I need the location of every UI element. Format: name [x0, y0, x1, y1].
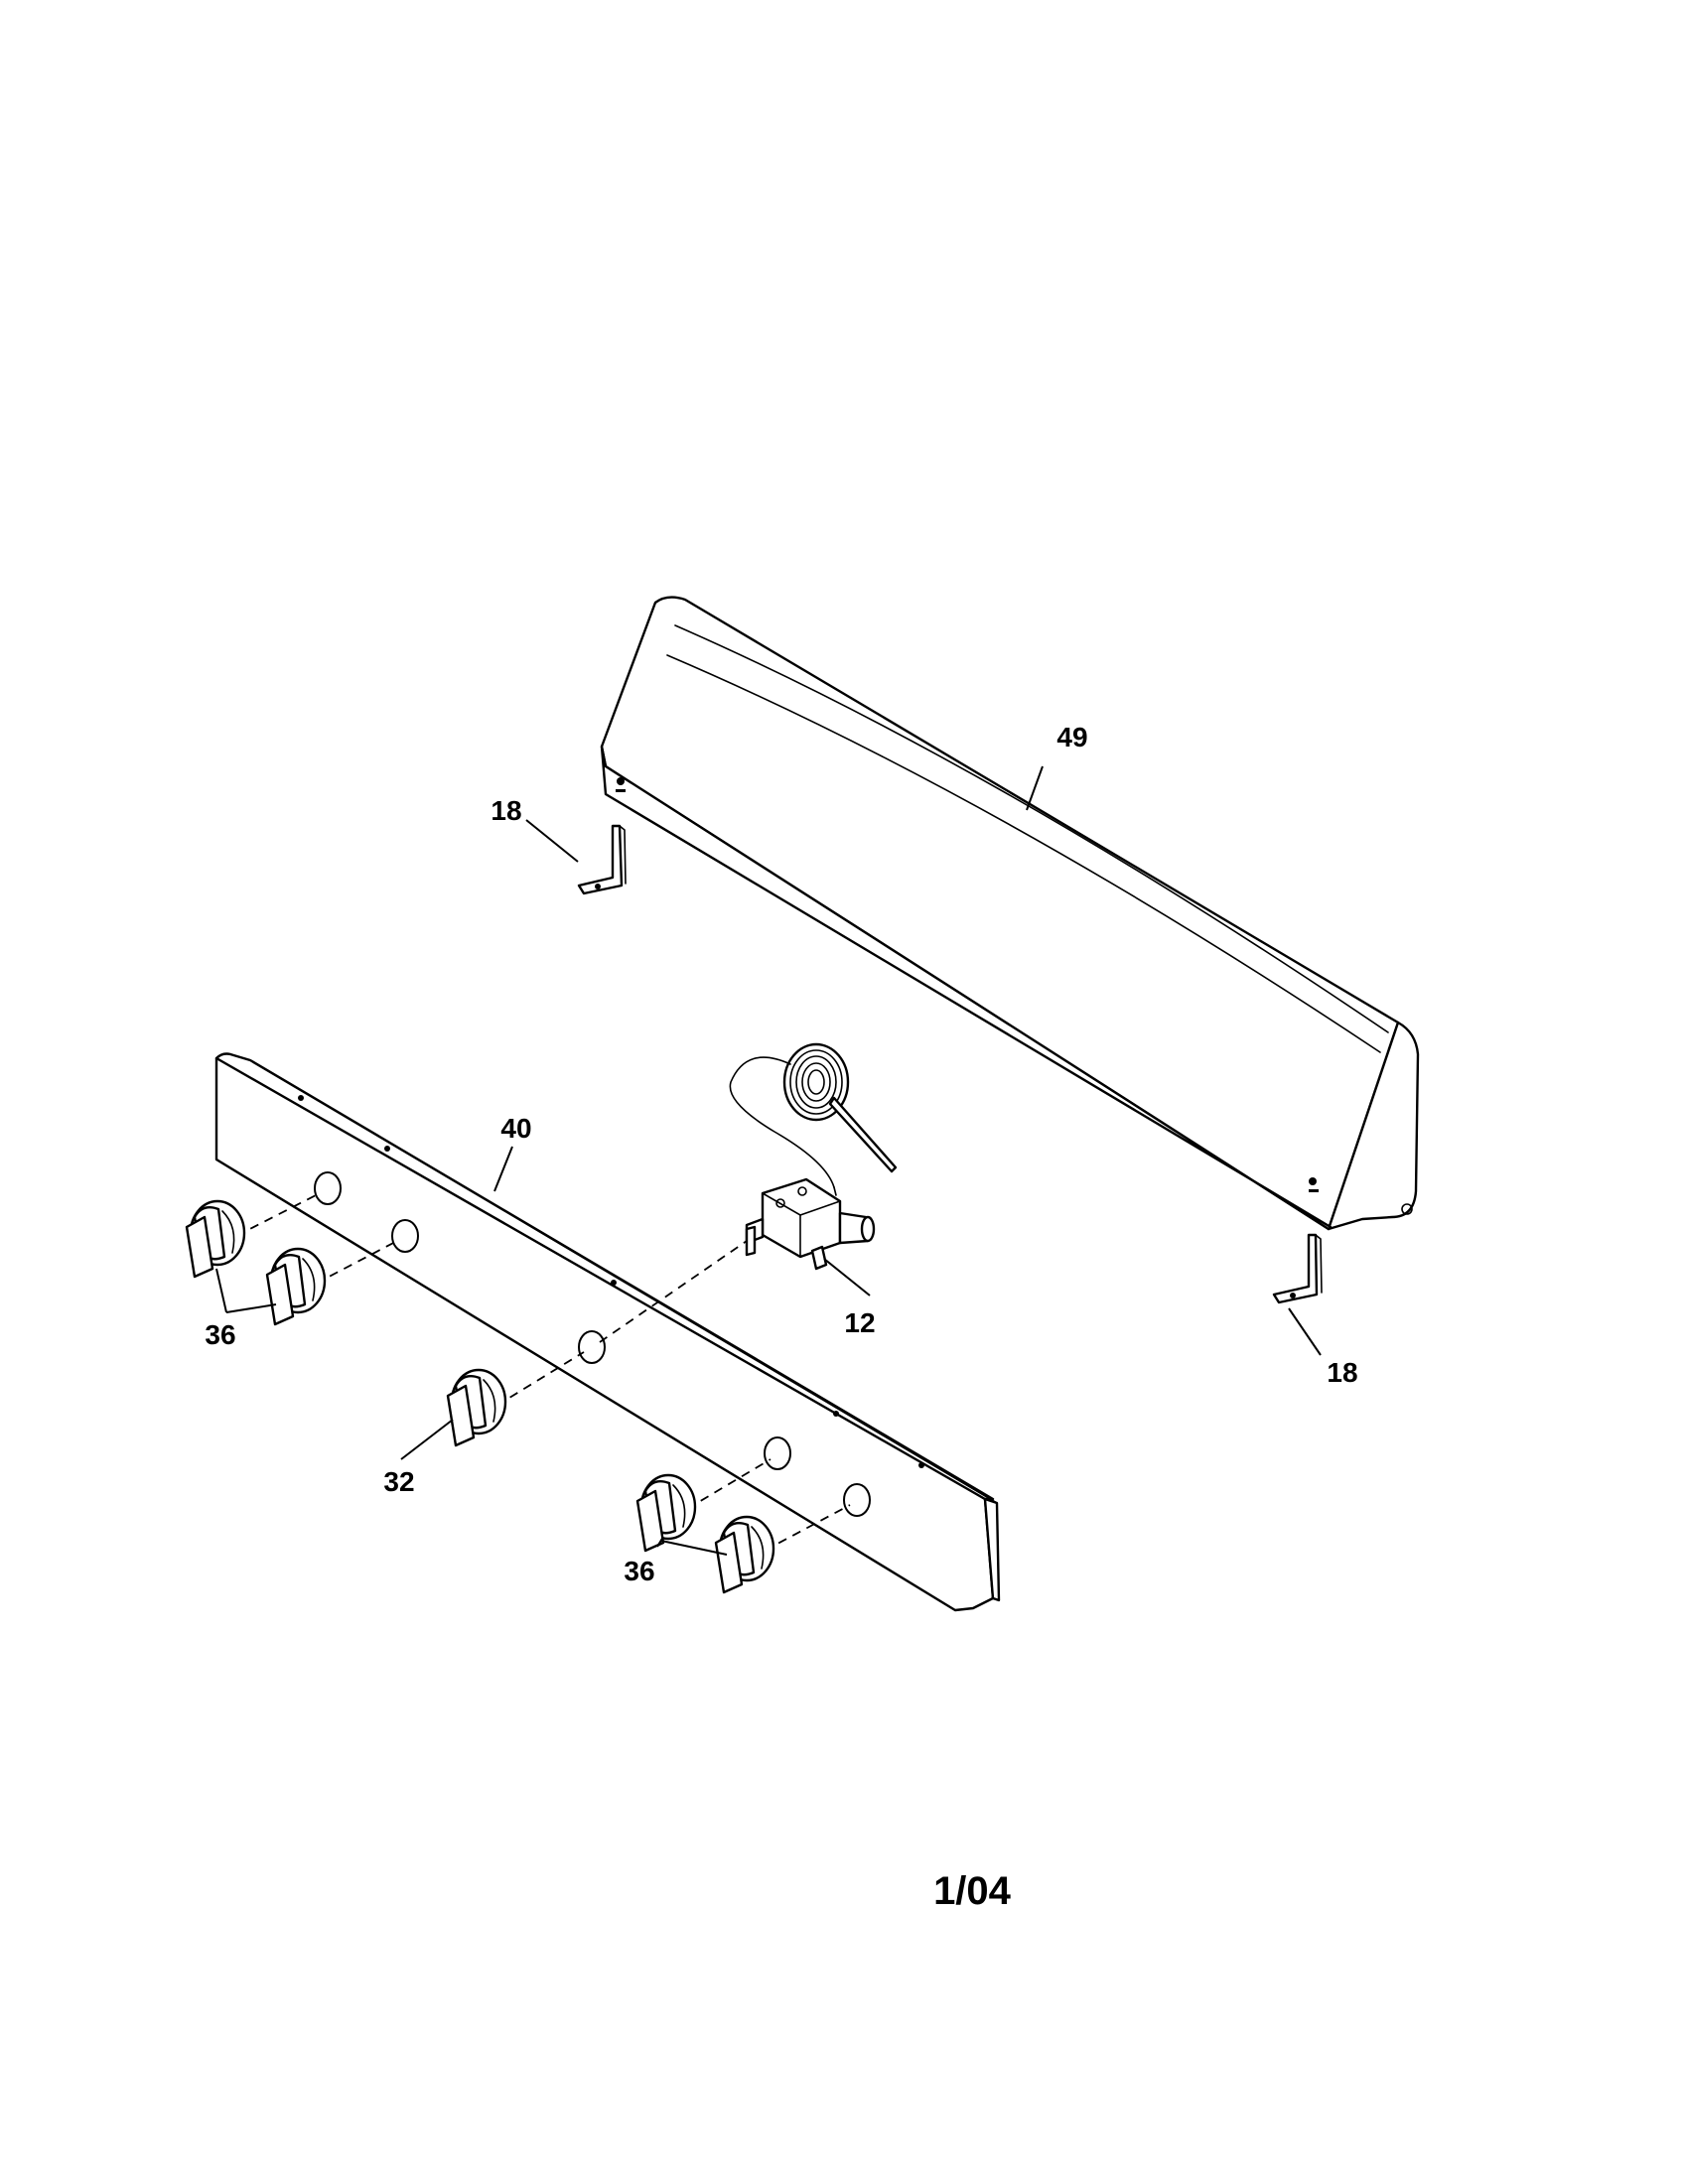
callout-bracket-left: 18: [491, 795, 521, 826]
callout-oven-knob: 32: [383, 1466, 414, 1497]
knob-right-2: [714, 1515, 775, 1594]
callout-thermostat-valve: 12: [844, 1307, 875, 1338]
knob-left-1: [185, 1199, 246, 1279]
callout-bracket-right: 18: [1327, 1357, 1357, 1388]
thermostat-valve: [729, 1042, 898, 1271]
callout-knobs-right: 36: [624, 1556, 654, 1586]
date-code: 1/04: [933, 1869, 1012, 1913]
control-panel: [214, 1052, 1001, 1612]
knob-right-1: [635, 1473, 697, 1553]
callout-backguard: 49: [1056, 722, 1087, 752]
leader-lines: [215, 765, 1322, 1556]
backguard-panel: [600, 596, 1420, 1231]
knob-left-2: [265, 1247, 327, 1326]
callout-labels: 49 18 18 40 12 36 32 36 1/04: [205, 722, 1357, 1913]
callout-control-panel: 40: [500, 1113, 531, 1144]
oven-knob: [446, 1368, 507, 1447]
assembly-lines: [235, 1192, 851, 1552]
mounting-bracket-right: [1272, 1233, 1323, 1304]
callout-knobs-left: 36: [205, 1319, 235, 1350]
mounting-bracket-left: [577, 824, 627, 895]
